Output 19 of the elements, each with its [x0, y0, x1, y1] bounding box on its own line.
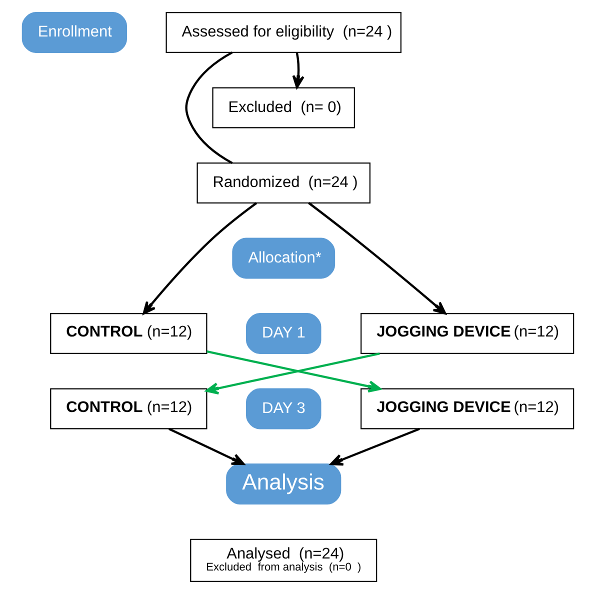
node-box: Analysis	[226, 464, 341, 504]
node-box: Enrollment	[21, 12, 127, 53]
arrow	[308, 202, 446, 314]
node-box: DAY 3	[245, 388, 321, 430]
arrow	[168, 428, 244, 466]
node-box: JOGGING DEVICE (n=12)	[360, 313, 574, 354]
node-box: Assessed for eligibility (n=24 )	[165, 12, 401, 53]
arrow	[292, 52, 304, 88]
node-box: CONTROL (n=12)	[50, 313, 207, 354]
node-box: Excluded (n= 0)	[212, 87, 354, 128]
arrow	[142, 202, 257, 315]
connector	[184, 51, 232, 164]
node-box: DAY 1	[245, 313, 321, 354]
node-box: CONTROL (n=12)	[50, 388, 207, 430]
node-box: Analysed (n=24) Excluded from analysis (n=0 )	[190, 538, 377, 582]
node-box: JOGGING DEVICE (n=12)	[360, 388, 574, 430]
arrow	[330, 428, 420, 466]
node-box: Allocation*	[232, 238, 335, 279]
node-box: Randomized (n=24 )	[196, 162, 370, 204]
